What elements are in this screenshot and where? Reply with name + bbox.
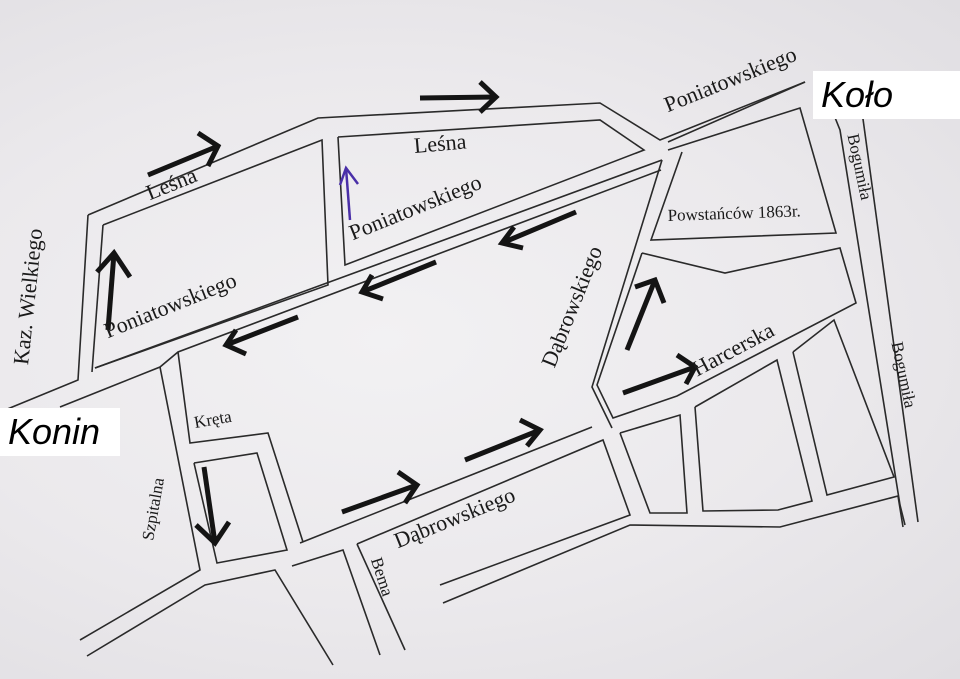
street-lesna-outer-edge bbox=[87, 81, 806, 216]
arrow-poniatowskiego-west-1 bbox=[497, 209, 577, 251]
block-3 bbox=[792, 318, 896, 496]
street-bogumila-east bbox=[856, 74, 919, 523]
street-dabrowskiego-bottom-south bbox=[356, 438, 632, 586]
arrow-lesna-east-2 bbox=[419, 80, 500, 114]
arrow-harcerska-east bbox=[622, 352, 699, 396]
street-bottom-mid bbox=[291, 549, 381, 656]
arrow-dabrowskiego-north bbox=[624, 276, 667, 351]
city-label-konin: Konin bbox=[0, 408, 121, 456]
city-label-kolo: Koło bbox=[813, 71, 960, 119]
street-lesna-inner-edge-right bbox=[337, 119, 646, 267]
street-szpitalna-west bbox=[79, 366, 201, 641]
block-kreta bbox=[193, 452, 289, 564]
street-lesna-inner-edge-left bbox=[94, 138, 329, 369]
block-2 bbox=[694, 358, 813, 512]
arrow-kaz-north bbox=[95, 248, 133, 331]
street-dabrowskiego-bottom-north bbox=[299, 426, 593, 544]
street-bema bbox=[356, 543, 406, 651]
block-1 bbox=[619, 413, 688, 514]
street-poniatowskiego-south bbox=[59, 169, 662, 408]
street-poniatowskiego-east bbox=[667, 81, 806, 143]
arrow-poniatowskiego-west-3 bbox=[222, 314, 299, 357]
arrow-dabrowskiego-east-2 bbox=[464, 417, 544, 463]
street-poniatowskiego-north bbox=[94, 159, 663, 369]
street-szpitalna-east bbox=[177, 351, 304, 543]
label-lesna-right: Leśna bbox=[412, 128, 468, 159]
arrow-dabrowskiego-east-1 bbox=[341, 469, 421, 515]
arrow-lesna-east-1 bbox=[147, 130, 222, 178]
arrow-poniatowskiego-west-2 bbox=[358, 259, 437, 302]
street-bottom-left bbox=[86, 569, 334, 666]
arrow-szpitalna-south bbox=[194, 466, 232, 547]
street-dabrowskiego-east-edge bbox=[649, 106, 838, 241]
street-dabrowskiego-west-edge bbox=[591, 159, 663, 429]
street-dabrowskiego-bottom-lower bbox=[442, 495, 904, 604]
arrow-inner-north-blue bbox=[338, 165, 359, 221]
street-harcerska-block bbox=[596, 247, 857, 419]
street-kaz-wielkiego-east bbox=[91, 224, 104, 373]
street-kaz-wielkiego-west bbox=[4, 214, 89, 411]
